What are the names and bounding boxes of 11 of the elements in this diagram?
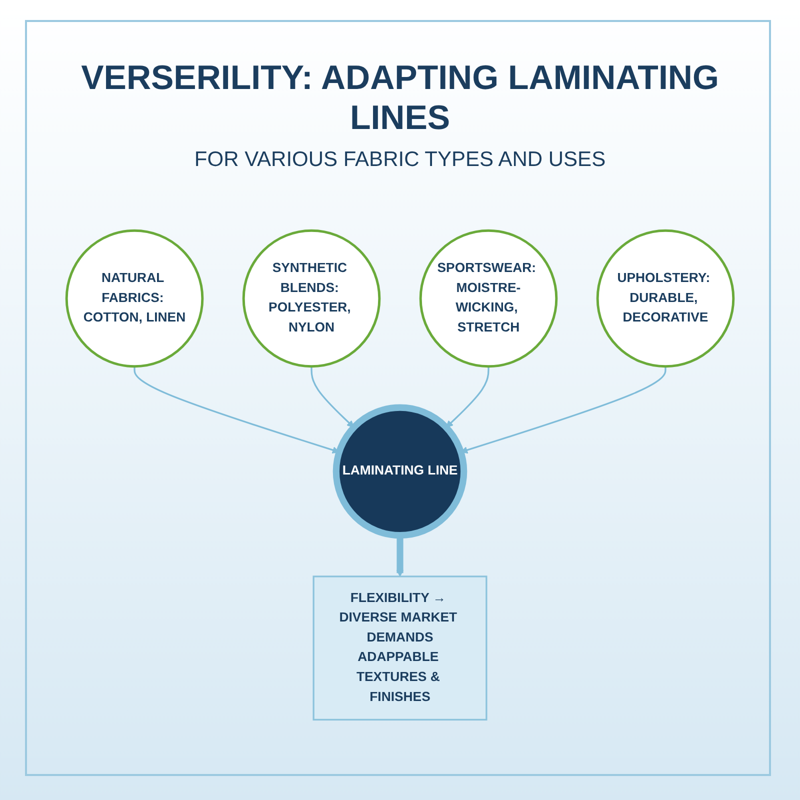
node-circle: UPHOLSTERY: DURABLE, DECORATIVE — [596, 229, 735, 368]
arrow — [310, 366, 354, 428]
title: VERSERILITY: ADAPTING LAMINATING LINES — [80, 58, 720, 138]
arrow — [446, 366, 490, 428]
arrow — [460, 366, 666, 454]
node-circle: SPORTSWEAR: MOISTRE-WICKING, STRETCH — [419, 229, 558, 368]
node-circle: SYNTHETIC BLENDS: POLYESTER, NYLON — [242, 229, 381, 368]
node-box: FLEXIBILITY → DIVERSE MARKET DEMANDS ADAPPABLE TEXTURES & FINISHES — [312, 576, 488, 720]
node-circle: NATURAL FABRICS: COTTON, LINEN — [65, 229, 204, 368]
subtitle: FOR VARIOUS FABRIC TYPES AND USES — [193, 148, 607, 172]
node-circle: LAMINATING LINE — [332, 404, 468, 538]
